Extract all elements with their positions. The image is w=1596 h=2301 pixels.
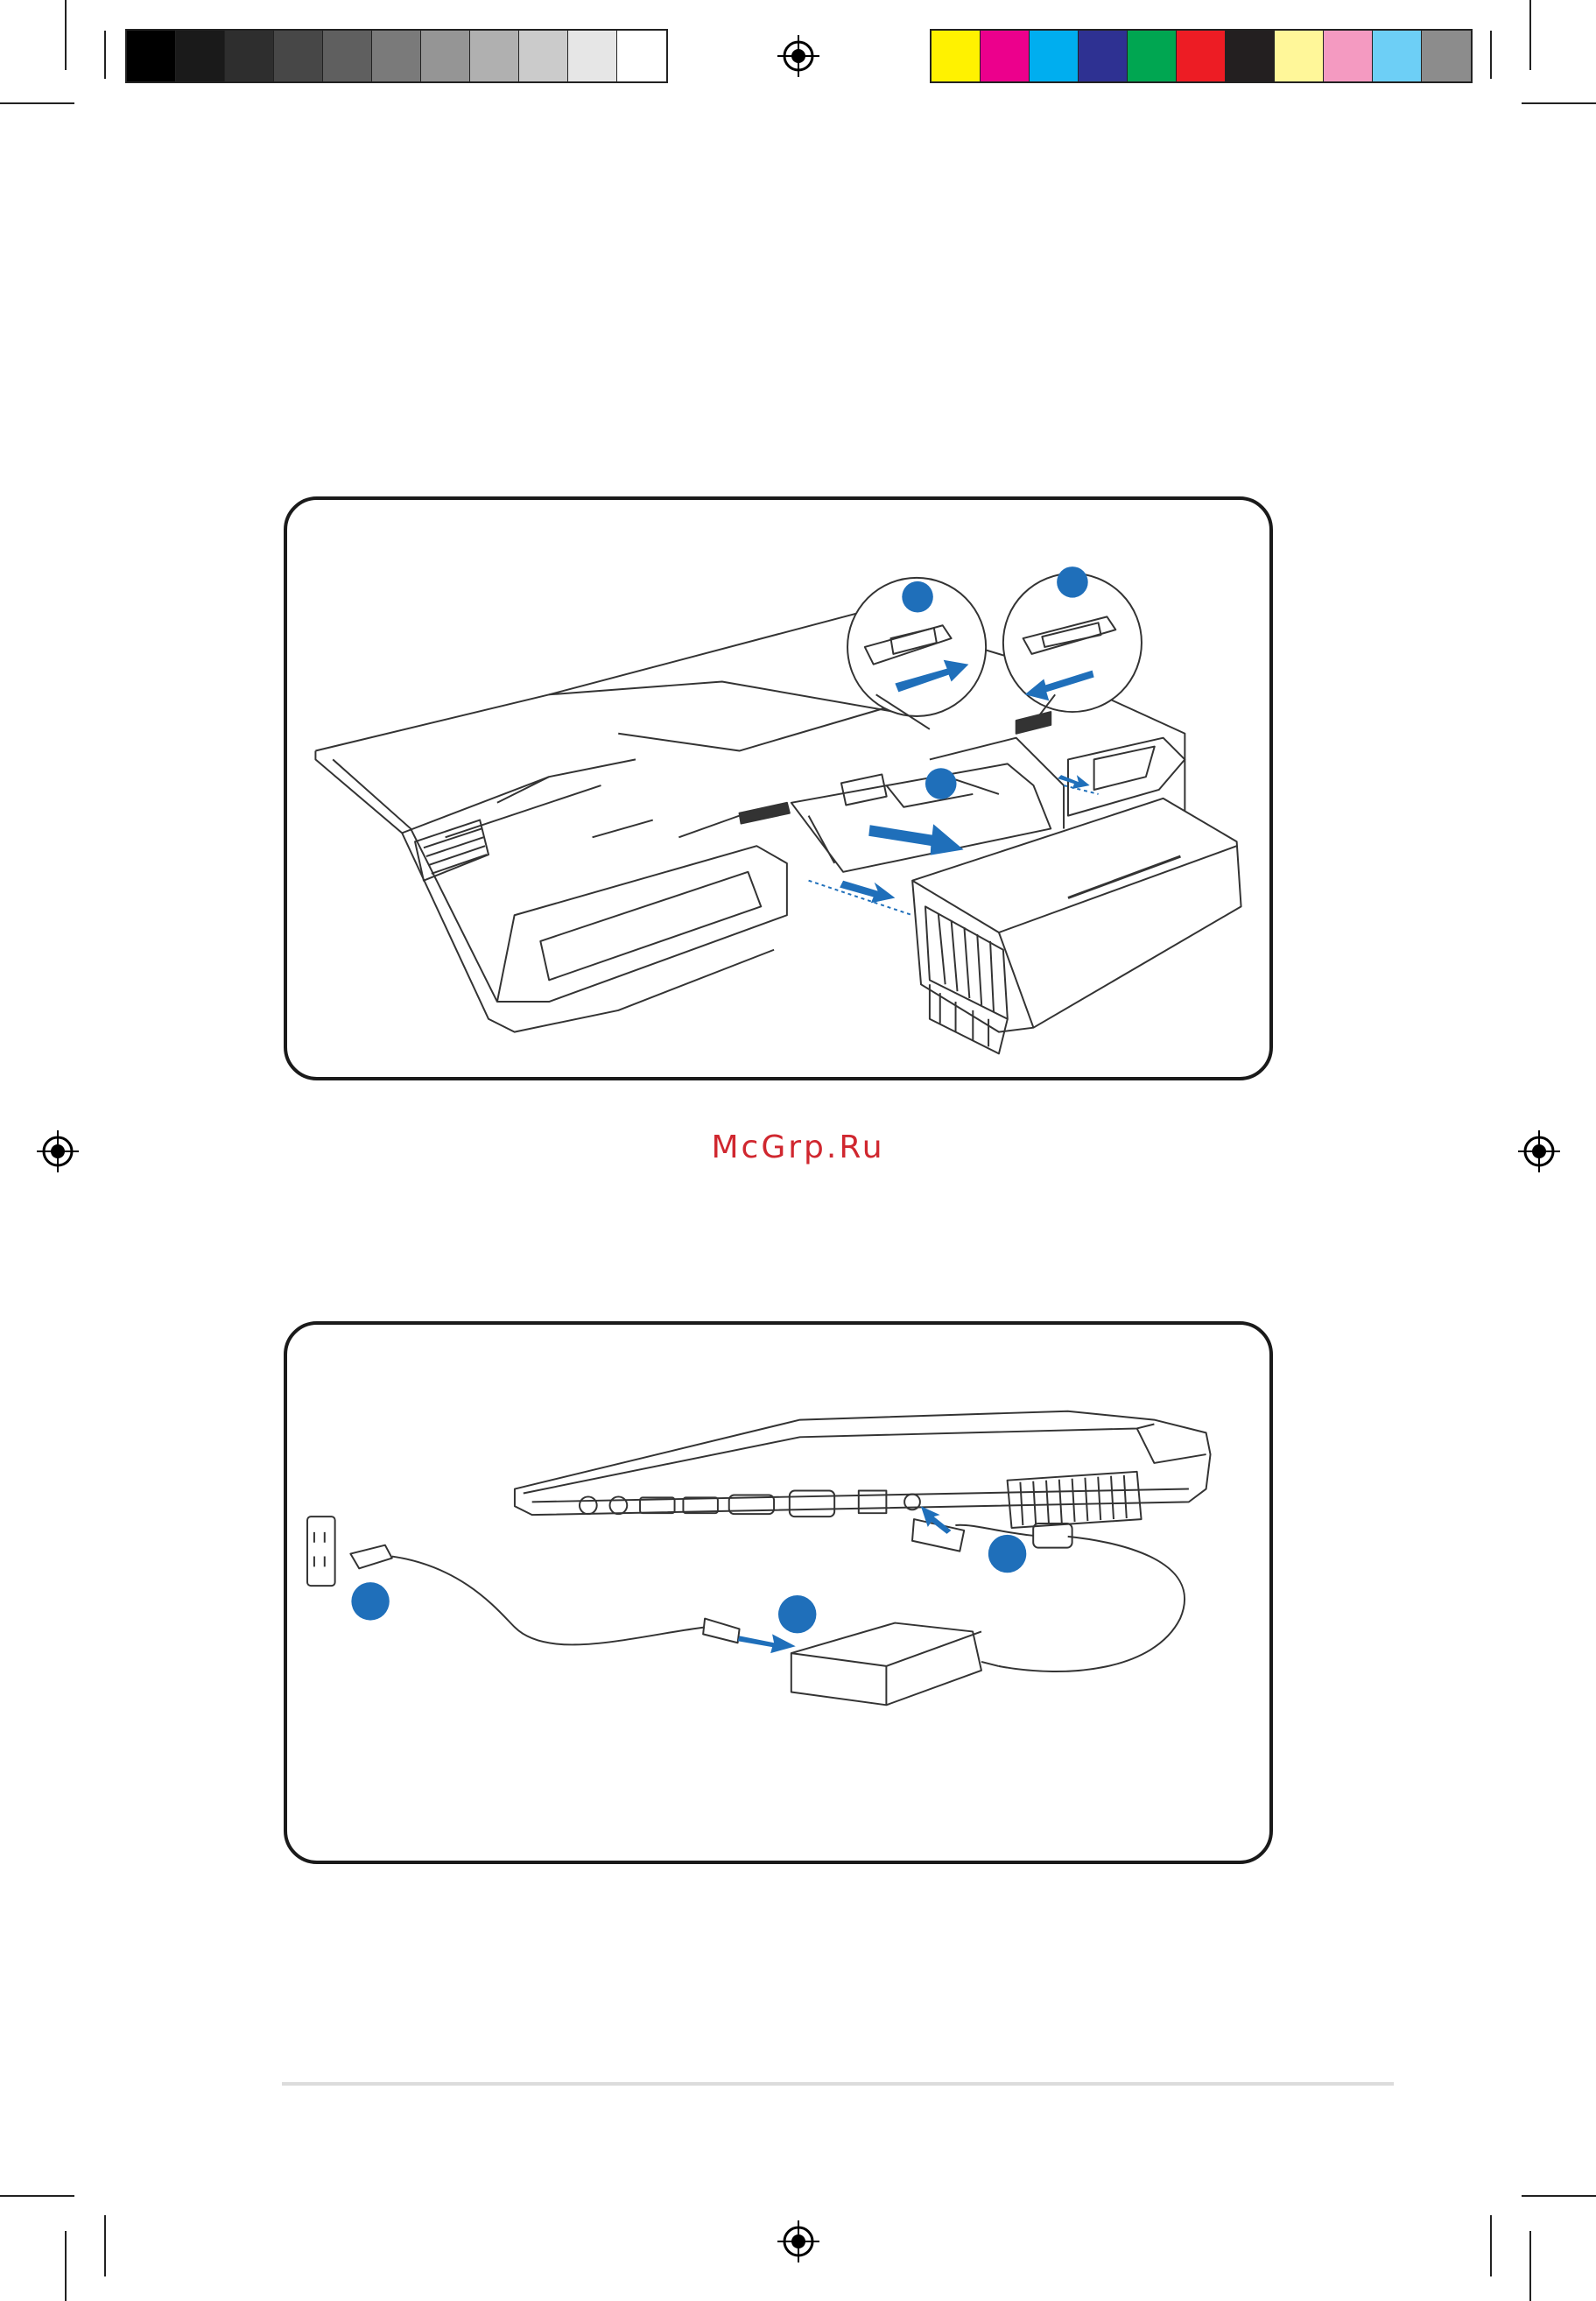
watermark-text: McGrp.Ru xyxy=(0,1129,1596,1165)
grayscale-swatch xyxy=(372,31,421,81)
footer-rule xyxy=(282,2082,1394,2086)
grayscale-swatch xyxy=(176,31,225,81)
process-color-swatch xyxy=(1422,31,1471,81)
ac-power-figure xyxy=(284,1321,1273,1864)
process-color-calibration-bar xyxy=(930,29,1473,83)
registration-target-bottom xyxy=(777,2220,819,2262)
ac-power-connection-illustration xyxy=(287,1325,1269,1861)
step-marker-2 xyxy=(1057,566,1088,598)
grayscale-calibration-bar xyxy=(125,29,668,83)
grayscale-swatch xyxy=(519,31,568,81)
grayscale-swatch xyxy=(127,31,176,81)
process-color-swatch xyxy=(1128,31,1177,81)
step-marker-2 xyxy=(778,1595,816,1633)
grayscale-swatch xyxy=(421,31,470,81)
grayscale-swatch xyxy=(470,31,519,81)
step-marker-3 xyxy=(988,1535,1026,1573)
process-color-swatch xyxy=(1275,31,1324,81)
process-color-swatch xyxy=(1030,31,1079,81)
battery-install-illustration xyxy=(287,500,1269,1077)
grayscale-swatch xyxy=(568,31,617,81)
process-color-swatch xyxy=(981,31,1030,81)
grayscale-swatch xyxy=(617,31,666,81)
step-marker-3 xyxy=(925,768,957,799)
step-marker-1 xyxy=(902,581,933,613)
grayscale-swatch xyxy=(323,31,372,81)
process-color-swatch xyxy=(1226,31,1275,81)
grayscale-swatch xyxy=(274,31,323,81)
grayscale-swatch xyxy=(225,31,274,81)
process-color-swatch xyxy=(932,31,981,81)
process-color-swatch xyxy=(1177,31,1226,81)
process-color-swatch xyxy=(1373,31,1422,81)
step-marker-1 xyxy=(351,1582,389,1620)
battery-install-figure xyxy=(284,496,1273,1080)
process-color-swatch xyxy=(1324,31,1373,81)
process-color-swatch xyxy=(1079,31,1128,81)
registration-target-top xyxy=(777,35,819,77)
